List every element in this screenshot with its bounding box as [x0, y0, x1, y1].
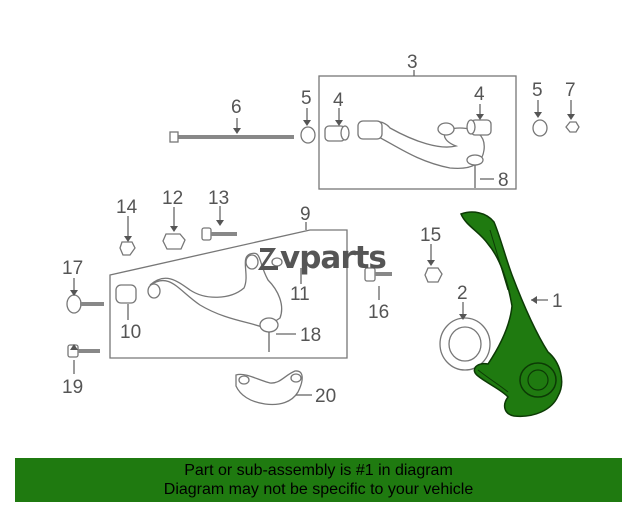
nut-part-7 [565, 121, 580, 133]
banner-line-1: Part or sub-assembly is #1 in diagram [184, 462, 453, 479]
callout-16: 16 [368, 302, 389, 323]
callout-12: 12 [162, 188, 183, 209]
callout-5: 5 [301, 88, 312, 109]
lower-arm-assembly-box [109, 229, 348, 359]
cam-part-12 [162, 233, 186, 250]
clip-part-15 [424, 267, 443, 283]
callout-numbers: 3 6 5 4 4 5 7 8 9 14 12 13 17 15 11 16 2… [62, 52, 576, 407]
callout-4: 4 [474, 84, 485, 105]
callout-15: 15 [420, 225, 441, 246]
callout-19: 19 [62, 377, 83, 398]
knuckle-hub-bore [519, 362, 557, 398]
callout-1: 1 [552, 291, 563, 312]
watermark-text: vparts [280, 240, 386, 276]
banner-line-2: Diagram may not be specific to your vehi… [163, 481, 474, 498]
steering-knuckle-part-1 [460, 211, 563, 418]
callout-14: 14 [116, 197, 138, 218]
watermark-logo: vparts [258, 240, 387, 276]
bolt-part-17 [66, 294, 104, 314]
callout-20: 20 [315, 386, 336, 407]
knuckle-body [460, 211, 563, 418]
callout-4: 4 [333, 90, 344, 111]
callout-11: 11 [290, 284, 310, 305]
callout-18: 18 [300, 325, 321, 346]
callout-3: 3 [407, 52, 418, 73]
callout-6: 6 [231, 97, 242, 118]
info-banner: Part or sub-assembly is #1 in diagram Di… [15, 458, 622, 502]
bushing-part-4-left [324, 125, 350, 142]
bracket-part-14 [119, 241, 136, 256]
callout-13: 13 [208, 188, 229, 209]
watermark-mark-icon [258, 248, 278, 270]
callout-7: 7 [565, 80, 576, 101]
bushing-part-4-right [466, 119, 492, 136]
bolt-part-13 [201, 227, 237, 241]
seal-part-2 [439, 317, 491, 371]
callout-8: 8 [498, 170, 509, 191]
washer-part-5-left [300, 126, 316, 144]
long-bolt-part-6 [169, 131, 294, 143]
upper-arm-assembly-box [318, 75, 517, 190]
callout-9: 9 [300, 204, 311, 225]
callout-17: 17 [62, 258, 83, 279]
callout-10: 10 [120, 322, 141, 343]
washer-part-5-right [532, 119, 548, 137]
leader-lines [70, 70, 575, 396]
upper-control-arm [357, 120, 485, 188]
bolt-part-16 [364, 267, 392, 282]
callout-2: 2 [457, 283, 468, 304]
bracket-part-20 [235, 370, 303, 406]
callout-5: 5 [532, 80, 543, 101]
